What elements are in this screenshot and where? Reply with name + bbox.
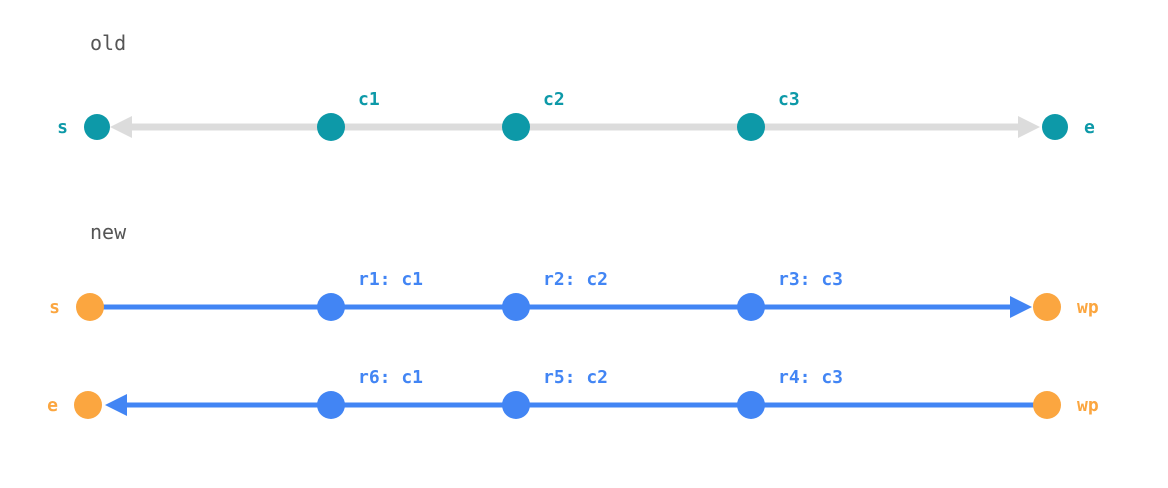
node-new-s[interactable] [76,293,104,321]
node-new-r4[interactable] [737,391,765,419]
arrowhead-right-new-forward [1010,296,1032,318]
node-label-new-r2: r2: c2 [543,269,608,290]
edges-layer [103,116,1040,416]
arrowhead-left-new-return [105,394,127,416]
section-label-new: new [90,220,127,244]
node-label-new-r6: r6: c1 [358,367,423,388]
node-new-r3[interactable] [737,293,765,321]
node-new-r2[interactable] [502,293,530,321]
node-label-old-e: e [1084,117,1095,138]
node-label-old-c3: c3 [778,89,800,110]
section-labels-layer: old new [90,31,127,244]
labels-layer: s c1 c2 c3 e s r1: c1 r2: c2 r3: c3 wp e r6: c1 r5: … [47,89,1099,416]
node-old-c1[interactable] [317,113,345,141]
node-label-old-s: s [57,117,68,138]
node-new-wp1[interactable] [1033,293,1061,321]
node-label-new-s: s [49,297,60,318]
node-old-e[interactable] [1042,114,1068,140]
node-old-c2[interactable] [502,113,530,141]
node-label-old-c2: c2 [543,89,565,110]
node-old-s[interactable] [84,114,110,140]
arrowhead-right-old-route [1018,116,1040,138]
node-label-new-r3: r3: c3 [778,269,843,290]
node-label-new-wp1: wp [1077,297,1099,318]
nodes-layer [74,113,1068,419]
node-new-r1[interactable] [317,293,345,321]
section-label-old: old [90,31,126,55]
node-label-new-r5: r5: c2 [543,367,608,388]
node-new-e[interactable] [74,391,102,419]
node-new-wp2[interactable] [1033,391,1061,419]
arrowhead-left-old-route [110,116,132,138]
node-new-r5[interactable] [502,391,530,419]
node-label-old-c1: c1 [358,89,380,110]
node-label-new-r1: r1: c1 [358,269,423,290]
node-label-new-wp2: wp [1077,395,1099,416]
node-old-c3[interactable] [737,113,765,141]
node-label-new-r4: r4: c3 [778,367,843,388]
node-label-new-e: e [47,395,58,416]
node-new-r6[interactable] [317,391,345,419]
